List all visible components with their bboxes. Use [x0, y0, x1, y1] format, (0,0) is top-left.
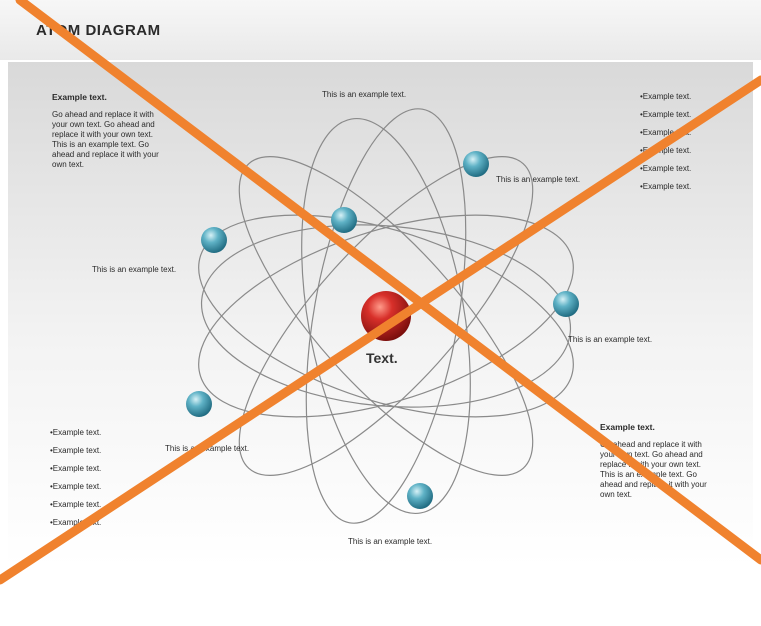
bottom-left-bullet-list: •Example text. •Example text. •Example t… — [50, 428, 160, 536]
electron-6 — [407, 483, 433, 509]
list-item: •Example text. — [640, 110, 692, 119]
label-left: This is an example text. — [92, 265, 177, 274]
list-item: •Example text. — [640, 92, 692, 101]
label-right: This is an example text. — [568, 335, 653, 344]
electron-1 — [463, 151, 489, 177]
bottom-right-heading: Example text. — [600, 422, 655, 432]
list-item: •Example text. — [50, 500, 102, 509]
bottom-right-text-block: Example text. Go ahead and replace it wi… — [600, 422, 718, 500]
list-item: •Example text. — [50, 518, 102, 527]
label-lower-left: This is an example text. — [165, 444, 250, 453]
list-item: •Example text. — [50, 464, 102, 473]
nucleus-label: Text. — [366, 350, 398, 366]
list-item: •Example text. — [50, 482, 102, 491]
top-right-bullet-list: •Example text. •Example text. •Example t… — [640, 92, 750, 200]
list-item: •Example text. — [640, 146, 692, 155]
electron-2 — [331, 207, 357, 233]
list-item: •Example text. — [640, 164, 692, 173]
electron-3 — [201, 227, 227, 253]
nucleus — [361, 291, 411, 341]
list-item: •Example text. — [640, 182, 692, 191]
electron-4 — [553, 291, 579, 317]
top-left-body: Go ahead and replace it with your own te… — [52, 110, 159, 169]
list-item: •Example text. — [50, 428, 102, 437]
label-top: This is an example text. — [322, 90, 407, 99]
label-bottom: This is an example text. — [348, 537, 433, 546]
electron-5 — [186, 391, 212, 417]
bottom-right-body: Go ahead and replace it with your own te… — [600, 440, 707, 499]
top-left-heading: Example text. — [52, 92, 107, 102]
label-upper-right: This is an example text. — [496, 175, 581, 184]
list-item: •Example text. — [640, 128, 692, 137]
list-item: •Example text. — [50, 446, 102, 455]
top-left-text-block: Example text. Go ahead and replace it wi… — [52, 92, 170, 170]
